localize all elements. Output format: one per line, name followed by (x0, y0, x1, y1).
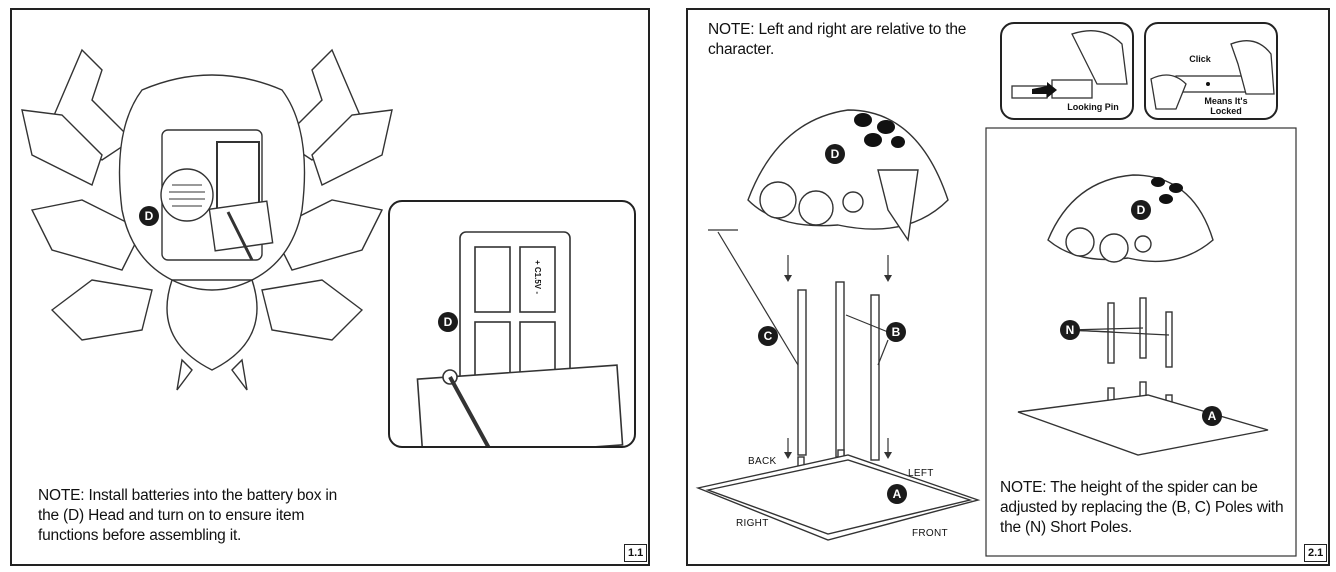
pin-locked-illustration (1150, 40, 1275, 110)
install-batteries-note: NOTE: Install batteries into the battery… (38, 487, 338, 544)
step-panel-2-1: NOTE: Left and right are relative to the… (686, 8, 1330, 566)
short-poles-label-n: N (1060, 320, 1080, 340)
pole-label-b: B (886, 322, 906, 342)
step-panel-1-1: D D + C1.5V - NOTE: Install batteries in… (10, 8, 650, 566)
locked-inset: Click Means It's Locked (1144, 22, 1278, 120)
locked-label: Means It's Locked (1204, 96, 1248, 116)
direction-right: RIGHT (736, 518, 769, 529)
battery-box-illustration (416, 231, 624, 446)
assembly-illustration (695, 109, 1297, 557)
left-right-note: NOTE: Left and right are relative to the… (708, 21, 967, 58)
head-label-d: D (139, 206, 159, 226)
click-label: Click (1189, 54, 1211, 64)
inset-head-label-d: D (438, 312, 458, 332)
battery-box-inset: D + C1.5V - (388, 200, 636, 448)
head-label-d: D (825, 144, 845, 164)
page-number: 1.1 (624, 544, 648, 562)
pin-press-illustration (1011, 30, 1128, 99)
head-alt-label-d: D (1131, 200, 1151, 220)
height-adjust-note: NOTE: The height of the spider can be ad… (1000, 479, 1284, 536)
battery-label: + C1.5V - (533, 259, 543, 295)
pole-label-c: C (758, 326, 778, 346)
looking-pin-inset: Looking Pin (1000, 22, 1134, 120)
direction-back: BACK (748, 456, 777, 467)
base-alt-label-a: A (1202, 406, 1222, 426)
direction-left: LEFT (908, 468, 934, 479)
direction-front: FRONT (912, 528, 948, 539)
looking-pin-label: Looking Pin (1067, 102, 1119, 112)
spider-back-illustration (21, 48, 393, 391)
page-number: 2.1 (1304, 544, 1328, 562)
base-label-a: A (887, 484, 907, 504)
